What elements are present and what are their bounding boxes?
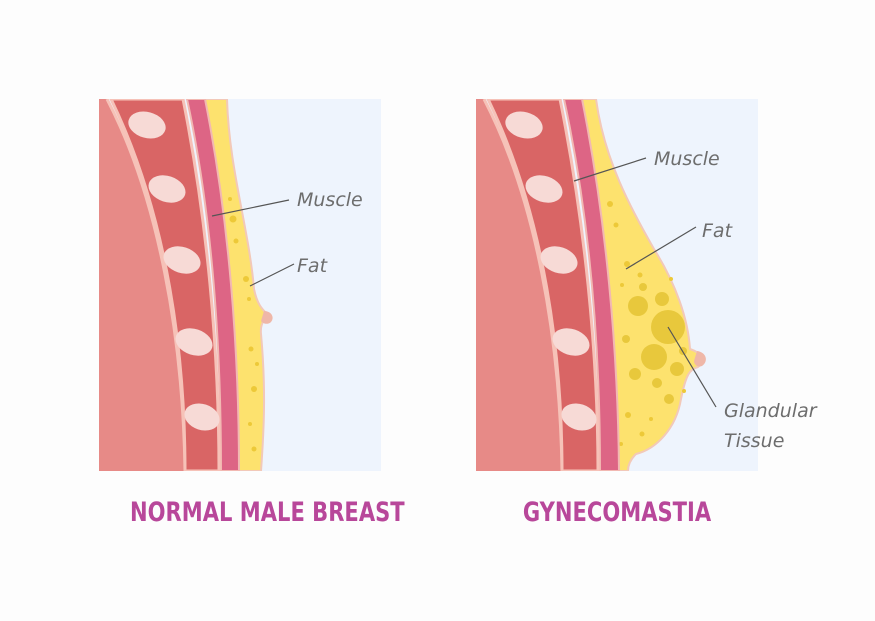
normal-breast-illustration [99,99,381,471]
gland-blob [641,344,667,370]
rib-4 [175,328,213,356]
rib-2 [148,175,186,203]
rib-3 [163,246,201,274]
rib-1 [505,111,543,139]
chest-wall [99,99,185,471]
rib-2 [525,175,563,203]
rib-3 [540,246,578,274]
fat-label: Fat [297,255,328,277]
rib-5 [561,403,597,431]
fat-label: Fat [702,220,733,242]
nipple [261,311,273,324]
chest-wall [476,99,562,471]
nipple [694,351,706,367]
ribs [505,111,597,431]
muscle-leader-line [211,199,290,217]
chest-wall-edge [105,99,187,471]
fat-dots [228,197,259,452]
rib-band [109,99,221,471]
normal-breast-diagram [99,99,381,471]
glandular-label-line1: Glandular [724,400,817,422]
muscle-layer [185,99,241,471]
rib-1 [128,111,166,139]
normal-caption: NORMAL MALE BREAST [130,497,405,528]
fat-leader-line [625,226,697,270]
gynecomastia-diagram [476,99,758,471]
ribs [128,111,220,431]
glandular-leader-line [667,326,717,408]
glandular-label-line2: Tissue [724,430,785,452]
rib-5 [184,403,220,431]
muscle-label: Muscle [297,189,363,211]
fat-leader-line [249,263,295,287]
gynecomastia-caption: GYNECOMASTIA [522,497,712,528]
muscle-layer [562,99,621,471]
gynecomastia-illustration [476,99,758,471]
fat-dots [607,201,686,446]
muscle-label: Muscle [654,148,720,170]
muscle-leader-line [573,157,647,182]
gland-blob [628,296,648,316]
rib-4 [552,328,590,356]
rib-band [486,99,600,471]
chest-wall-edge [482,99,564,471]
